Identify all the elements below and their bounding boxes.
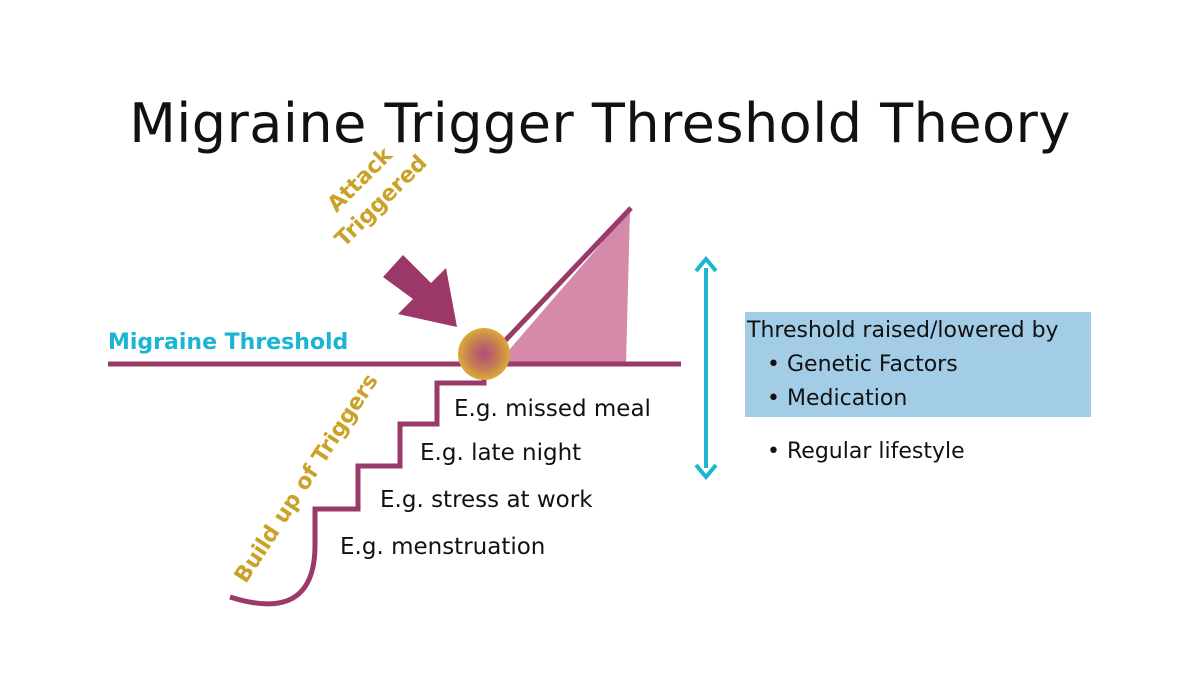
bullet-icon: • bbox=[767, 386, 780, 411]
step-label-late-night: E.g. late night bbox=[420, 440, 582, 466]
threshold-label: Migraine Threshold bbox=[108, 330, 349, 355]
modifier-item: •Regular lifestyle bbox=[767, 439, 965, 464]
modifiers-heading: Threshold raised/lowered by bbox=[747, 318, 1059, 343]
bullet-icon: • bbox=[767, 439, 780, 464]
threshold-modifiers-box bbox=[745, 312, 1091, 417]
modifier-item: •Genetic Factors bbox=[767, 352, 958, 377]
trigger-staircase bbox=[229, 364, 487, 607]
step-label-stress: E.g. stress at work bbox=[380, 487, 593, 513]
bullet-icon: • bbox=[767, 352, 780, 377]
trigger-point bbox=[458, 328, 510, 380]
attack-area bbox=[497, 210, 630, 364]
threshold-adjust-arrow bbox=[694, 255, 718, 481]
step-label-menstruation: E.g. menstruation bbox=[340, 534, 546, 560]
step-label-missed-meal: E.g. missed meal bbox=[454, 396, 651, 422]
page-title: Migraine Trigger Threshold Theory bbox=[129, 92, 1071, 155]
attack-arrow bbox=[383, 255, 457, 327]
attack-slope-line bbox=[498, 206, 633, 348]
modifier-item: •Medication bbox=[767, 386, 908, 411]
